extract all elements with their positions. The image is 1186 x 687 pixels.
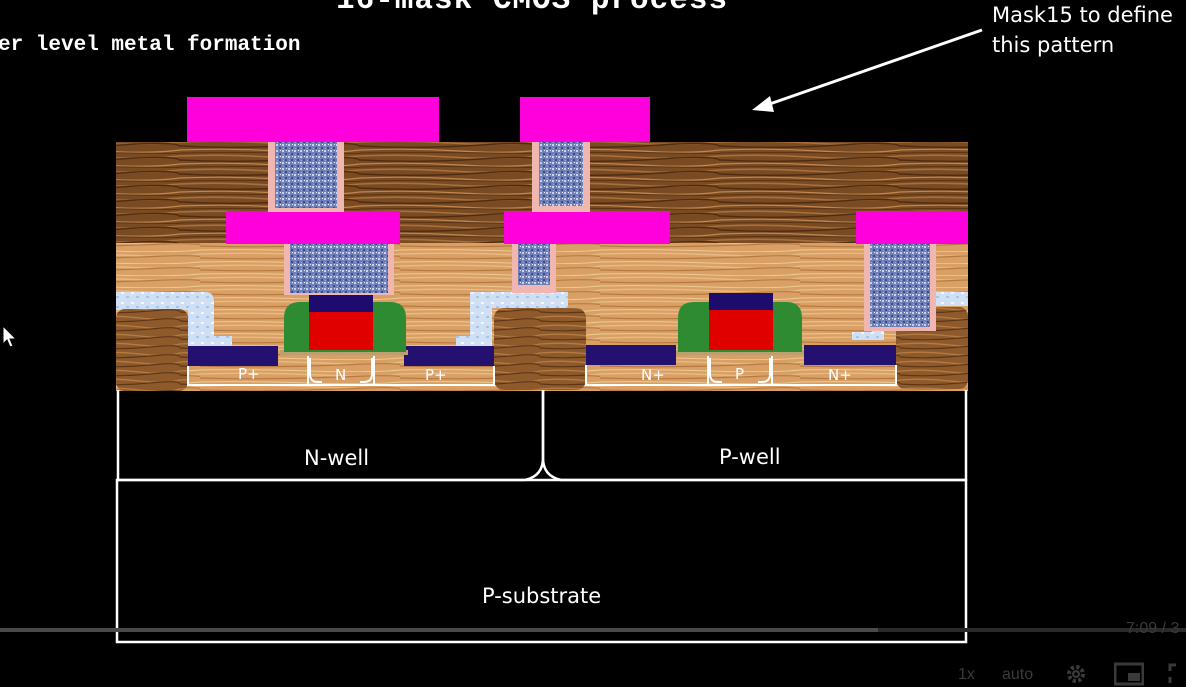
p-substrate-region [115,478,968,644]
silicide-nmos-left [586,345,676,365]
label-n-body: N [335,366,346,384]
diffusion-nmos-right [771,356,897,386]
via-1 [275,142,337,208]
gate-silicide-nmos [709,293,773,310]
arrowhead-icon [752,96,774,112]
gate-oxide-nmos [676,350,804,355]
field-oxide-2 [494,308,586,390]
silicide-pmos-left [188,346,278,366]
annotation-line-2: this pattern [992,33,1115,57]
playback-speed-button[interactable]: 1x [958,666,975,683]
ldd-pmos-right [360,358,373,383]
fullscreen-icon[interactable] [1168,662,1186,686]
contact-1 [290,243,388,293]
metal2-right [520,97,650,142]
mask-annotation: Mask15 to define this pattern [992,0,1173,60]
diffusion-pmos-left [187,356,309,386]
mouse-cursor-icon [2,325,18,348]
label-p-well: P-well [719,445,781,469]
metal1-right [856,211,968,244]
video-player-controls: 7:09 / 3 1x auto [0,600,1186,687]
contact-3 [870,243,930,327]
oxide-step-left [116,292,232,346]
label-p-plus-left: P+ [238,365,260,383]
diffusion-pmos-right [373,356,495,386]
picture-in-picture-icon[interactable] [1114,662,1144,686]
slide-title: 16-mask CMOS process [336,0,729,18]
metal1-left [226,211,400,244]
label-n-plus-left: N+ [641,366,665,384]
label-p-body: P [735,365,744,383]
contact-2 [518,243,550,285]
gear-icon[interactable] [1064,662,1088,686]
silicide-nmos-right [804,345,896,365]
progress-fill [0,628,878,632]
metal2-left [187,97,439,142]
diffusion-nmos-left [585,356,709,386]
field-oxide-1 [116,309,188,391]
label-n-plus-right: N+ [828,366,852,384]
ldd-pmos-left [309,358,322,383]
label-p-plus-right: P+ [425,366,447,384]
metal1-mid [504,211,670,244]
ldd-nmos-right [758,358,771,383]
silicide-pmos-right [404,346,494,366]
label-p-substrate: P-substrate [482,584,601,608]
progress-bar[interactable] [0,628,1186,632]
quality-button[interactable]: auto [1002,666,1034,683]
via-2 [539,142,583,206]
gate-oxide-pmos [280,350,408,355]
slide-subtitle: er level metal formation [0,34,301,57]
gate-silicide-pmos [309,294,373,312]
oxide-step-mid [456,292,568,346]
gate-poly-pmos [309,312,373,350]
gate-poly-nmos [709,310,773,350]
ldd-nmos-left [709,358,722,383]
p-well-region [541,390,968,482]
annotation-line-1: Mask15 to define [992,3,1173,27]
time-display: 7:09 / 3 [1126,620,1180,637]
label-n-well: N-well [304,446,369,470]
annotation-arrow [763,28,983,108]
